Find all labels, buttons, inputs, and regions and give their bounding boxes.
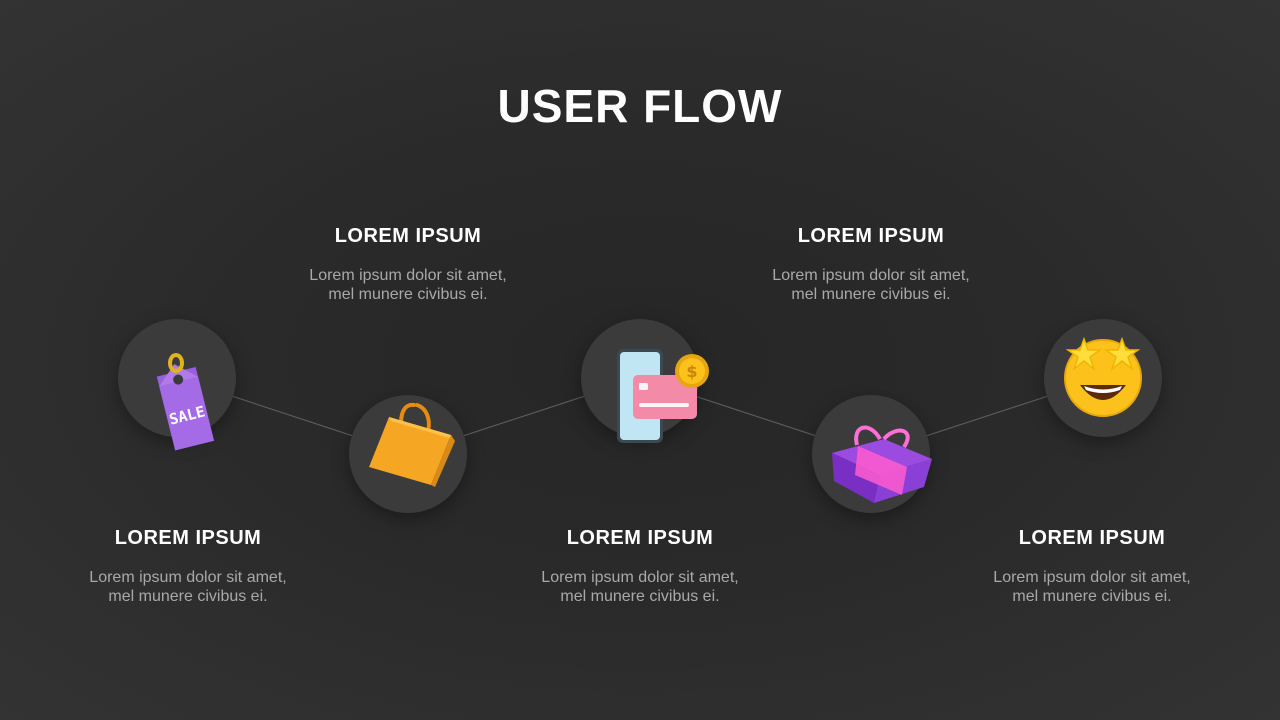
step-5-node <box>1044 319 1162 437</box>
gift-box-icon <box>832 425 932 503</box>
step-1-description: Lorem ipsum dolor sit amet,mel munere ci… <box>89 569 287 605</box>
svg-text:$: $ <box>686 362 697 381</box>
step-3-description: Lorem ipsum dolor sit amet,mel munere ci… <box>541 569 739 605</box>
step-1-heading: LOREM IPSUM <box>114 527 262 549</box>
step-5-description: Lorem ipsum dolor sit amet,mel munere ci… <box>993 569 1191 605</box>
step-5-heading: LOREM IPSUM <box>1018 527 1166 549</box>
page-title: USER FLOW <box>497 80 783 132</box>
step-4-node <box>812 395 932 513</box>
step-2-heading: LOREM IPSUM <box>334 225 482 247</box>
step-1-node: SALE <box>118 319 236 451</box>
step-4-heading: LOREM IPSUM <box>797 225 945 247</box>
step-3-node: $ <box>581 319 709 443</box>
star-struck-emoji-icon <box>1064 336 1142 417</box>
step-2-description: Lorem ipsum dolor sit amet,mel munere ci… <box>309 267 507 303</box>
step-4-description: Lorem ipsum dolor sit amet,mel munere ci… <box>772 267 970 303</box>
step-2-node <box>349 395 467 513</box>
shopping-bag-icon <box>369 402 455 487</box>
mobile-payment-icon: $ <box>617 349 709 443</box>
step-3-heading: LOREM IPSUM <box>566 527 714 549</box>
sale-tag-icon: SALE <box>156 353 215 451</box>
